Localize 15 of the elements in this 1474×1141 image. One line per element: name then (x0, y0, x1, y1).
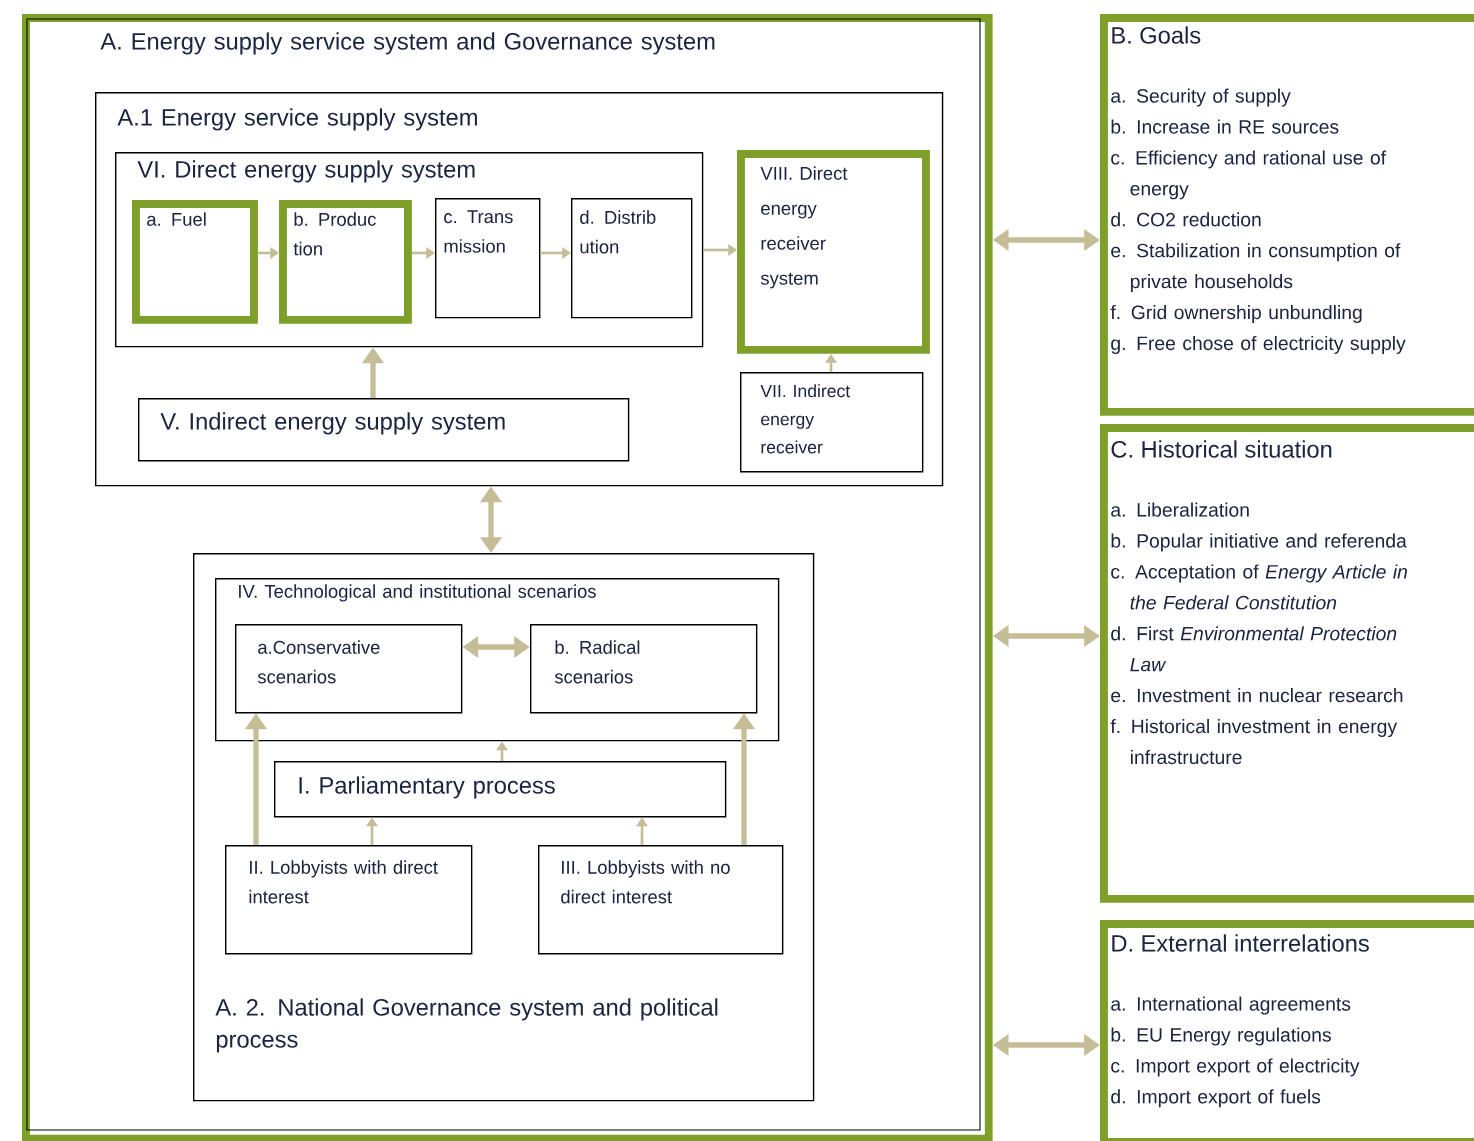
panel-box: B. Goals a. Security of supply b. Increase in RE sources c. Efficiency and rational use of energy d. CO2 reduction e. Stabilization in consumption of private households f. Grid ownership unbundling g. Free chose of electricity supply (1100, 14, 1474, 416)
panel-box: C. Historical situation a. Liberalization b. Popular initiative and referenda c. Acceptation of Energy Article in the Federal Constitution d. First Environmental Protection Law e. Investment in nuclear research f. Historical investment in energy infrastructure (1100, 424, 1474, 903)
process-box: I. Parliamentary process (274, 761, 727, 818)
process-box: II. Lobbyists with direct interest (225, 845, 473, 955)
process-box: c. Trans mission (435, 198, 541, 319)
process-box: VII. Indirect energy receiver (740, 372, 924, 473)
process-box: b. Produc tion (279, 200, 412, 324)
process-box: III. Lobbyists with no direct interest (538, 845, 784, 955)
process-box: V. Indirect energy supply system (138, 398, 630, 462)
panel-box: D. External interrelations a. International agreements b. EU Energy regulations c. Import export of electricity d. Import export of fuels (1100, 920, 1474, 1141)
process-box: a. Fuel (132, 200, 258, 324)
process-box: b. Radical scenarios (530, 624, 758, 714)
process-box: VIII. Direct energy receiver system (737, 150, 930, 354)
process-box: d. Distrib ution (571, 198, 693, 319)
process-box: a.Conservative scenarios (235, 624, 463, 714)
